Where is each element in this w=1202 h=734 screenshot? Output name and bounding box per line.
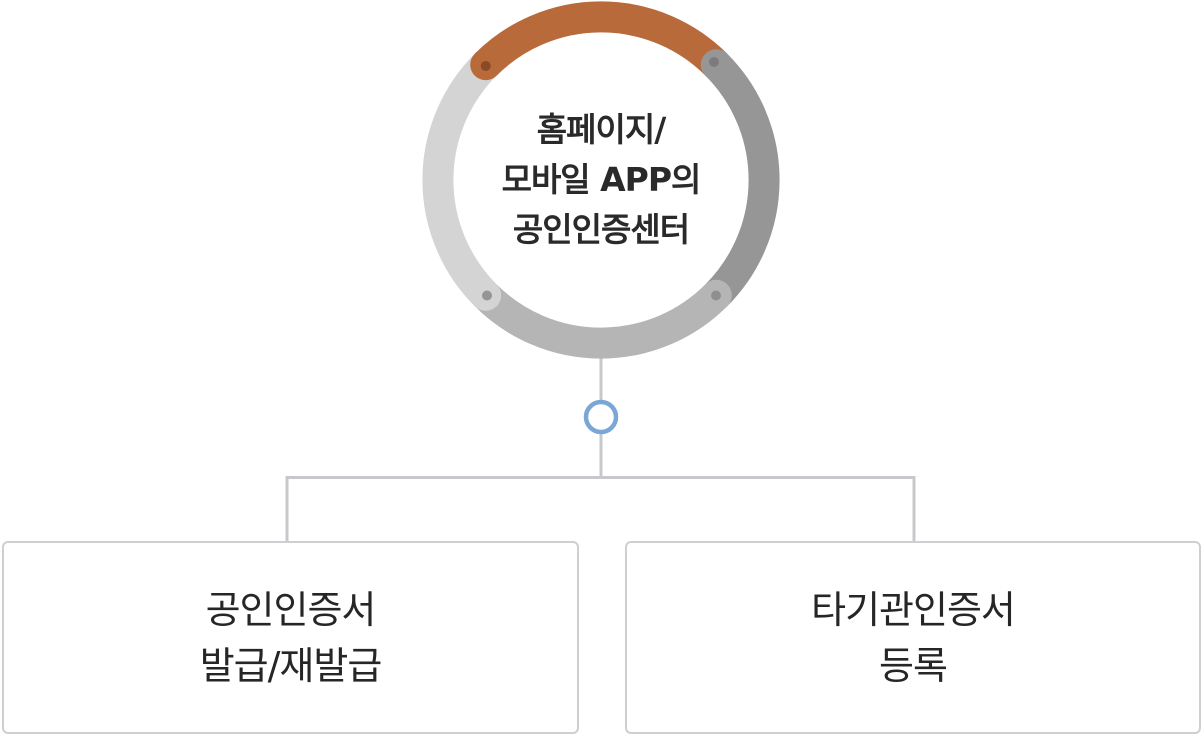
box-label-line: 발급/재발급 [199,643,383,688]
connector-branch [285,476,916,541]
box-label-line: 등록 [879,643,948,688]
box-label-line: 타기관인증서 [811,587,1016,632]
ring-dot [482,290,492,301]
box-certificate-issue: 공인인증서 발급/재발급 [2,541,579,734]
ring-segment-right [705,53,780,307]
ring-segment-left [422,53,497,307]
center-title-line: 모바일 APP의 [501,160,702,199]
ring-segment-bottom [474,284,728,359]
box-label-line: 공인인증서 [205,587,377,632]
ring-dot [711,290,721,301]
box-external-certificate-register: 타기관인증서 등록 [625,541,1201,734]
center-title-line: 공인인증센터 [512,210,690,249]
junction-node [583,399,619,435]
center-title: 홈페이지/ 모바일 APP의 공인인증센터 [451,105,751,255]
ring-dot [709,57,719,67]
ring-segment-top [474,1,728,76]
center-title-line: 홈페이지/ [536,110,667,149]
ring-dot [480,61,491,71]
